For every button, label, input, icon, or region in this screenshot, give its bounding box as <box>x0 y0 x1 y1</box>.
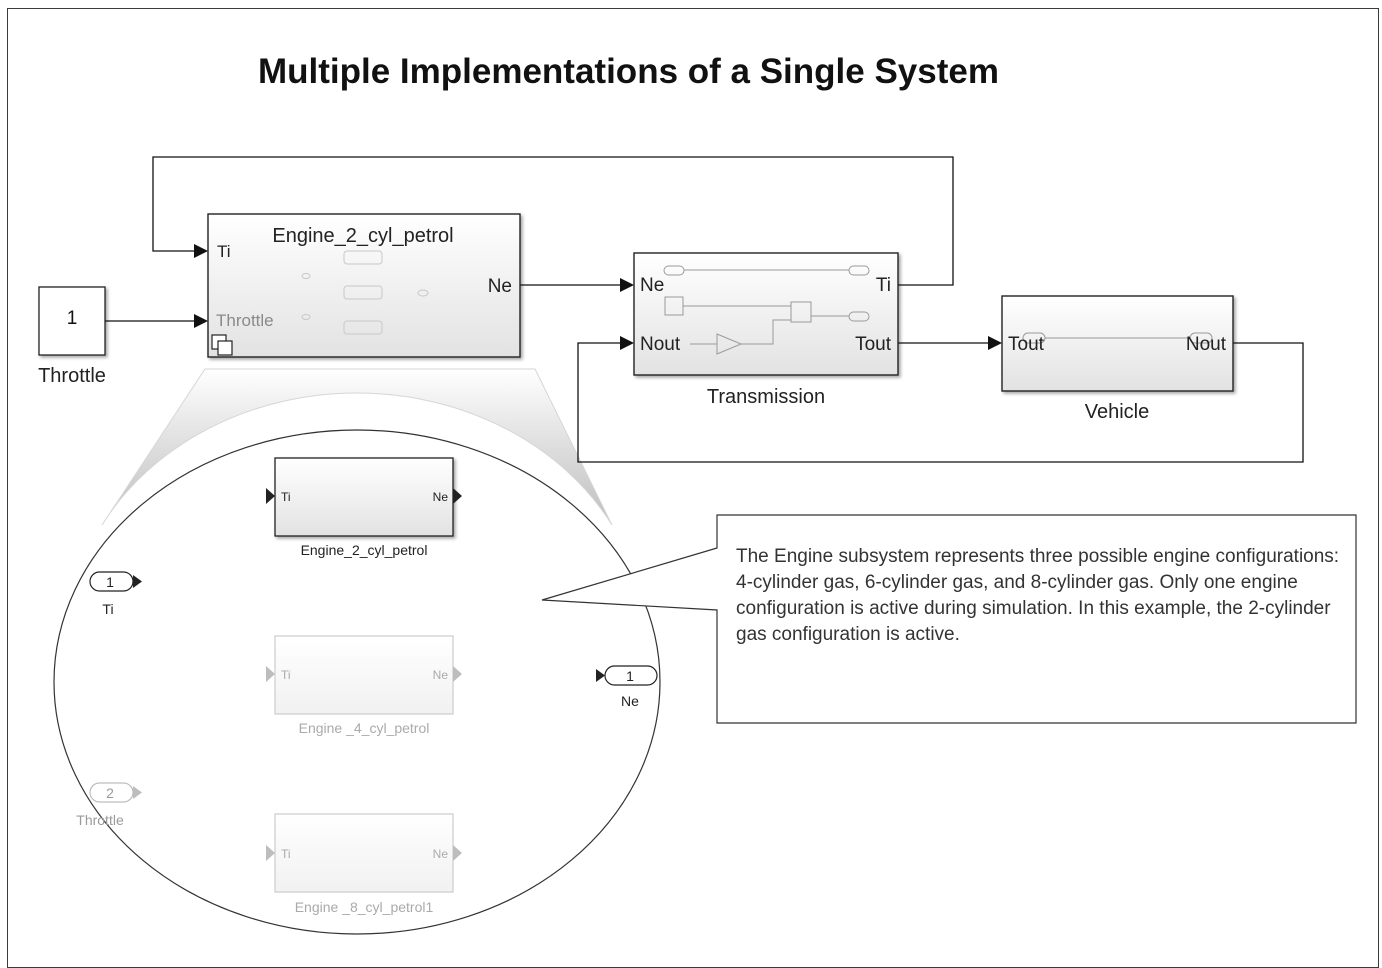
variant-engine-4-cyl-name: Engine _4_cyl_petrol <box>299 720 430 736</box>
zoom-inport-ti[interactable]: 1 Ti <box>89 571 142 617</box>
engine-port-ti: Ti <box>217 242 231 261</box>
variant-engine-8-cyl[interactable]: Ti Ne Engine _8_cyl_petrol1 <box>266 813 462 915</box>
engine-port-ne: Ne <box>488 276 512 297</box>
arrowhead-nout <box>620 336 634 350</box>
signal-line-nout-feedback <box>577 342 1304 463</box>
vehicle-label: Vehicle <box>1085 401 1150 423</box>
zoom-cone <box>101 368 613 526</box>
variant-engine-2-cyl-out: Ne <box>433 490 449 504</box>
variant-engine-2-cyl-name: Engine_2_cyl_petrol <box>301 542 428 558</box>
vehicle-internal-preview <box>1022 332 1213 344</box>
engine-port-throttle: Throttle <box>216 311 274 330</box>
engine-block-name: Engine_2_cyl_petrol <box>272 225 453 247</box>
variant-engine-4-cyl-out: Ne <box>433 668 449 682</box>
constant-label: Throttle <box>38 365 106 387</box>
zoom-inport-ti-label: Ti <box>102 601 113 617</box>
zoom-outport-ne[interactable]: 1 Ne <box>596 665 658 709</box>
arrowhead-tout <box>988 336 1002 350</box>
variant-engine-8-cyl-name: Engine _8_cyl_petrol1 <box>295 899 434 915</box>
variant-engine-2-cyl[interactable]: Ti Ne Engine_2_cyl_petrol <box>266 457 462 558</box>
transmission-label: Transmission <box>707 386 825 408</box>
zoom-inport-throttle-label: Throttle <box>76 812 124 828</box>
arrowhead-ne <box>620 278 634 292</box>
variant-engine-4-cyl-in: Ti <box>281 668 291 682</box>
arrowhead-ti <box>194 244 208 258</box>
vehicle-subsystem[interactable]: Tout Nout <box>1001 295 1234 392</box>
zoom-inport-throttle[interactable]: 2 Throttle <box>76 782 142 828</box>
zoom-outport-ne-number: 1 <box>626 668 634 684</box>
variant-engine-8-cyl-in: Ti <box>281 847 291 861</box>
engine-variant-subsystem[interactable]: Engine_2_cyl_petrol Ti Throttle Ne <box>207 213 521 358</box>
annotation-text: The Engine subsystem represents three po… <box>736 546 1340 645</box>
variant-subsystem-icon <box>211 334 233 356</box>
variant-engine-2-cyl-in: Ti <box>281 490 291 504</box>
transmission-port-ti: Ti <box>876 275 891 296</box>
signal-line-ti-feedback <box>152 156 954 286</box>
transmission-internal-preview <box>663 265 870 355</box>
transmission-port-nout: Nout <box>640 334 681 355</box>
vehicle-port-tout: Tout <box>1008 334 1045 355</box>
zoom-inport-ti-number: 1 <box>106 574 114 590</box>
transmission-port-ne: Ne <box>640 275 664 296</box>
variant-engine-8-cyl-out: Ne <box>433 847 449 861</box>
zoom-inport-throttle-number: 2 <box>106 785 114 801</box>
transmission-subsystem[interactable]: Ne Nout Ti Tout <box>633 252 899 376</box>
constant-block[interactable]: 1 <box>38 286 106 356</box>
constant-value: 1 <box>67 308 78 329</box>
diagram-title: Multiple Implementations of a Single Sys… <box>258 52 999 91</box>
zoom-outport-ne-label: Ne <box>621 693 639 709</box>
transmission-port-tout: Tout <box>855 334 892 355</box>
annotation-callout[interactable] <box>541 514 1357 724</box>
engine-internal-preview <box>301 250 429 335</box>
variant-engine-4-cyl[interactable]: Ti Ne Engine _4_cyl_petrol <box>266 635 462 736</box>
vehicle-port-nout: Nout <box>1186 334 1227 355</box>
arrowhead-throttle <box>194 314 208 328</box>
